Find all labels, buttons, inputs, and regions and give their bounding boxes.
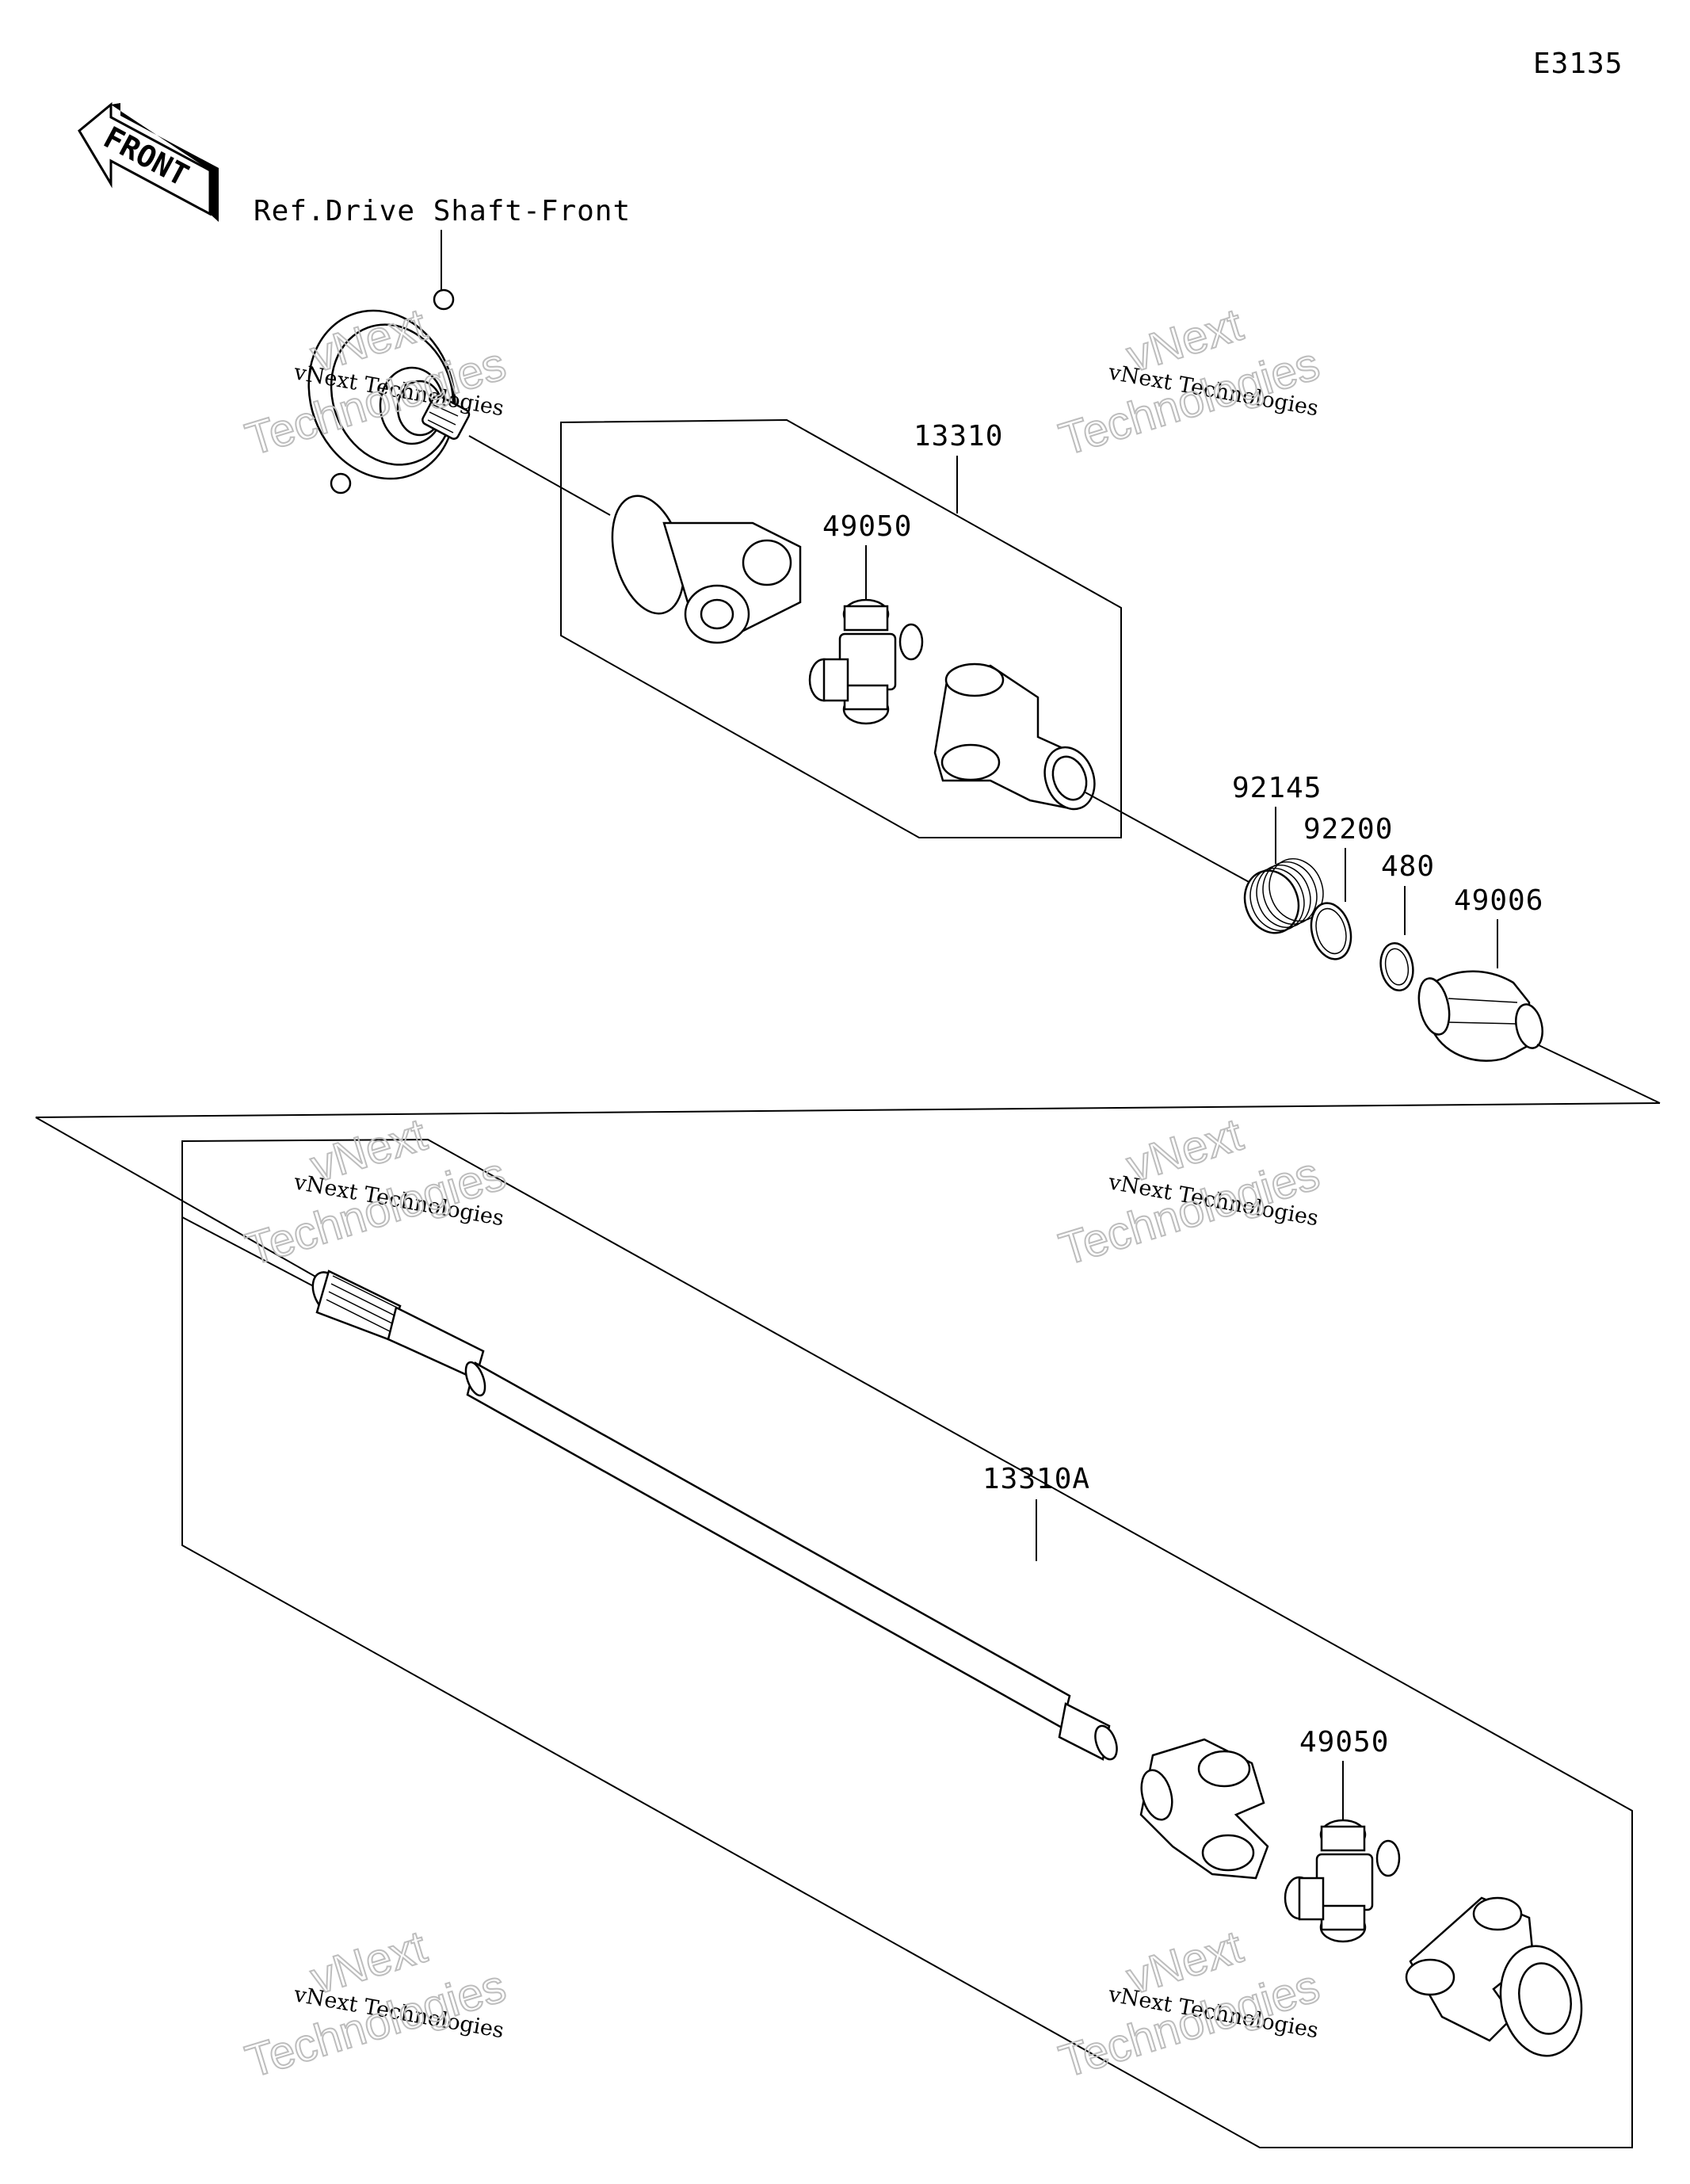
part-label-49006[interactable]: 49006 <box>1454 884 1543 917</box>
slip-yoke-top <box>933 662 1096 811</box>
spring-92145 <box>1243 858 1324 934</box>
part-label-92200[interactable]: 92200 <box>1303 813 1393 846</box>
front-drive-shaft-housing <box>307 288 471 494</box>
flange-yoke-top <box>611 494 802 644</box>
front-arrow-label: FRONT <box>98 120 195 193</box>
flange-yoke-bottom <box>1405 1896 1583 2057</box>
watermark-5: vNext Technologies vNext Technologies <box>239 1920 513 2089</box>
reference-label: Ref.Drive Shaft-Front <box>254 195 631 227</box>
part-label-480[interactable]: 480 <box>1381 850 1435 883</box>
diagram-code: E3135 <box>1533 48 1623 80</box>
part-label-49050-bottom[interactable]: 49050 <box>1299 1726 1389 1758</box>
boot-49006 <box>1417 970 1543 1062</box>
front-direction-arrow-icon: FRONT <box>78 101 219 222</box>
part-label-13310A[interactable]: 13310A <box>982 1463 1090 1495</box>
watermark-6: vNext Technologies vNext Technologies <box>1053 1920 1326 2089</box>
watermark-3: vNext Technologies vNext Technologies <box>239 1108 513 1277</box>
part-label-13310[interactable]: 13310 <box>914 420 1003 452</box>
clip-480 <box>1379 942 1414 991</box>
watermark-2: vNext Technologies vNext Technologies <box>1053 298 1326 467</box>
ring-92200 <box>1310 902 1352 960</box>
slip-yoke-bottom <box>1139 1738 1269 1880</box>
part-label-92145[interactable]: 92145 <box>1232 772 1322 804</box>
universal-joint-cross-bottom <box>1284 1819 1401 1943</box>
watermark-4: vNext Technologies vNext Technologies <box>1053 1108 1326 1277</box>
drive-shaft-13310A <box>311 1270 1118 1761</box>
universal-joint-cross-top <box>808 598 924 725</box>
part-label-49050-top[interactable]: 49050 <box>822 510 912 543</box>
